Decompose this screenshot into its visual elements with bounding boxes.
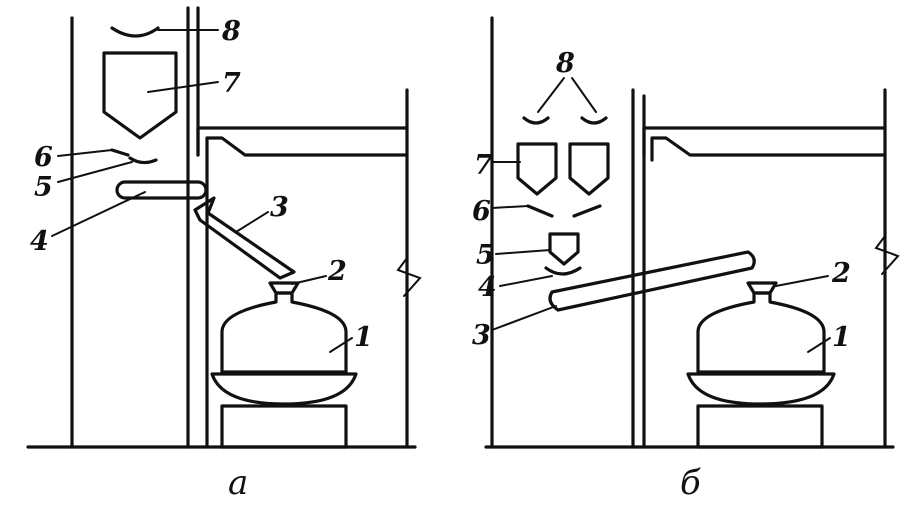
ceiling-slab-top xyxy=(196,126,409,157)
ceiling-slab-bottom xyxy=(650,136,887,162)
label-5-b: 5 xyxy=(476,240,495,271)
break-mark xyxy=(396,257,422,297)
label-6-b: 6 xyxy=(472,196,491,227)
hopper-7-left xyxy=(516,142,558,196)
leader-7 xyxy=(147,81,219,93)
feeder-5 xyxy=(128,156,158,165)
label-3-a: 3 xyxy=(270,192,289,223)
ceiling-slab-bottom xyxy=(205,136,409,162)
chute-3 xyxy=(193,196,296,280)
leader-8-left xyxy=(537,77,565,113)
vessel-1 xyxy=(220,291,348,374)
label-4-a: 4 xyxy=(30,226,49,257)
label-3-b: 3 xyxy=(472,320,491,351)
caption-a: а xyxy=(228,463,248,503)
label-2-b: 2 xyxy=(831,258,851,289)
feeder-4 xyxy=(544,266,582,276)
break-mark xyxy=(874,235,900,275)
label-1-a: 1 xyxy=(354,322,373,353)
conveyor-3 xyxy=(548,250,756,312)
conveyor-4 xyxy=(115,180,208,200)
leader-4 xyxy=(51,191,146,237)
label-5-a: 5 xyxy=(34,172,53,203)
vessel-1 xyxy=(696,291,826,374)
leader-3 xyxy=(491,305,557,331)
feeder-6-right xyxy=(572,204,602,218)
vessel-base-bowl xyxy=(210,372,358,406)
leader-6 xyxy=(57,149,113,157)
label-8-a: 8 xyxy=(221,16,241,47)
conveyor-8-right xyxy=(580,116,608,125)
label-4-b: 4 xyxy=(478,272,497,303)
conveyor-8-left xyxy=(522,116,550,125)
leader-4 xyxy=(499,275,553,287)
label-6-a: 6 xyxy=(34,142,53,173)
panel-a xyxy=(26,6,422,449)
label-7-b: 7 xyxy=(474,150,493,181)
leader-1 xyxy=(807,337,831,353)
hopper-7 xyxy=(102,51,178,140)
feeder-6-left xyxy=(526,204,554,218)
hopper-5 xyxy=(548,232,580,266)
leader-5 xyxy=(57,161,133,183)
leader-8-right xyxy=(571,77,597,113)
leader-3 xyxy=(235,211,269,233)
vessel-base-bowl xyxy=(686,372,836,406)
leader-6 xyxy=(491,205,529,209)
panel-b-labels: 8 7 6 5 4 3 2 1 б xyxy=(472,48,851,503)
label-8-b: 8 xyxy=(555,48,575,79)
pedestal xyxy=(220,404,348,449)
caption-b: б xyxy=(680,463,701,503)
panel-a-labels: 8 7 6 5 4 3 2 1 а xyxy=(30,16,373,503)
pedestal xyxy=(696,404,824,449)
leader-2 xyxy=(775,275,829,287)
panel-b xyxy=(484,16,900,449)
hopper-7-right xyxy=(568,142,610,196)
label-2-a: 2 xyxy=(327,256,347,287)
leader-5 xyxy=(495,249,551,255)
feeder-6 xyxy=(110,148,130,157)
label-7-a: 7 xyxy=(222,68,241,99)
label-1-b: 1 xyxy=(832,322,851,353)
leader-2 xyxy=(291,275,327,285)
leader-1 xyxy=(329,337,353,353)
ceiling-slab-top xyxy=(642,126,887,157)
conveyor-8 xyxy=(110,26,160,38)
